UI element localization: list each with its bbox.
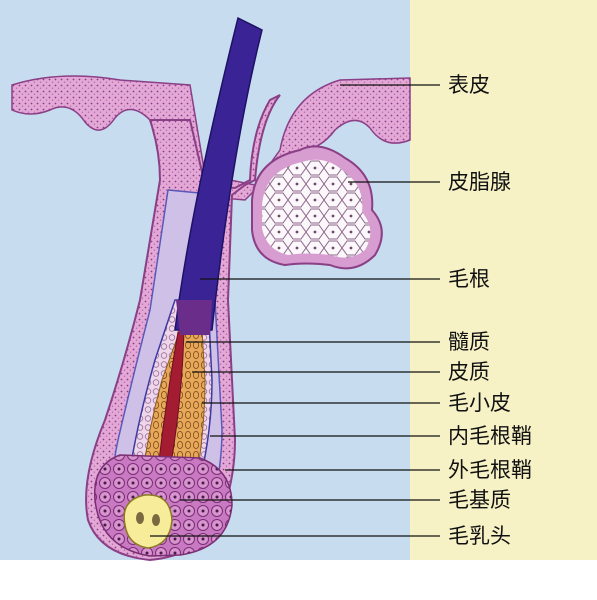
dermal-papilla — [123, 494, 173, 549]
papilla-nucleus — [136, 512, 144, 524]
label-hair-root: 毛根 — [448, 267, 490, 291]
label-sebaceous-gland: 皮脂腺 — [448, 170, 511, 194]
label-dermal-papilla: 毛乳头 — [448, 524, 511, 548]
label-cuticle: 毛小皮 — [448, 391, 511, 415]
bottom-margin — [0, 560, 597, 600]
papilla-nucleus — [152, 514, 160, 526]
label-epidermis: 表皮 — [448, 73, 490, 97]
background-cream — [410, 0, 597, 600]
label-cortex: 皮质 — [448, 360, 490, 384]
hair-shaft — [174, 16, 263, 331]
label-outer-root-sheath: 外毛根鞘 — [448, 458, 532, 482]
label-medulla: 髓质 — [448, 330, 490, 354]
leader-lines — [150, 84, 440, 537]
hair-shaft-root — [176, 300, 212, 335]
label-hair-matrix: 毛基质 — [448, 488, 511, 512]
sebaceous-gland-cells — [262, 159, 371, 258]
label-inner-root-sheath: 内毛根鞘 — [448, 424, 532, 448]
